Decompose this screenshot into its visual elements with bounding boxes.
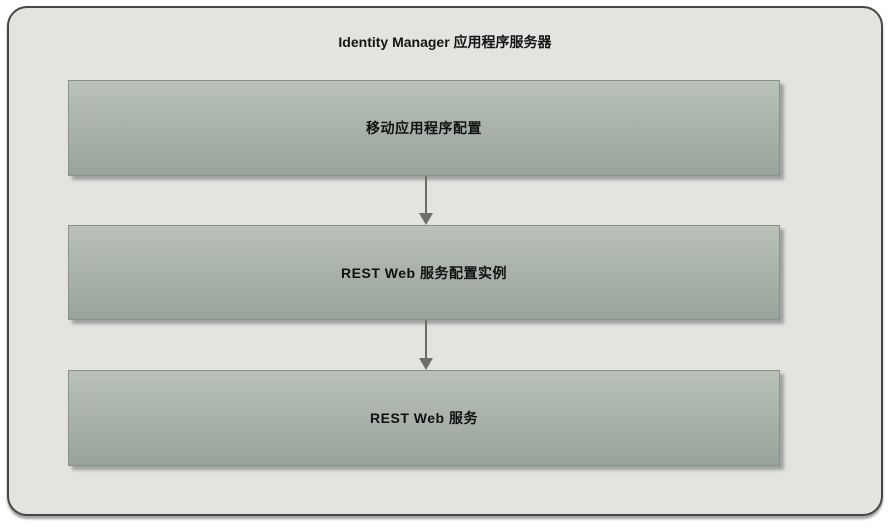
diagram-title: Identity Manager 应用程序服务器 <box>338 34 552 50</box>
node-rest-web-service-config-instance: REST Web 服务配置实例 <box>68 225 780 320</box>
arrow-stem <box>425 320 427 358</box>
identity-manager-server-container: Identity Manager 应用程序服务器 移动应用程序配置 REST W… <box>7 6 883 516</box>
node-rest-web-service: REST Web 服务 <box>68 370 780 466</box>
arrow-head <box>419 358 433 370</box>
node-rest-web-service-label: REST Web 服务 <box>370 410 478 426</box>
arrow-down-icon <box>418 320 434 370</box>
node-rest-web-service-config-instance-label: REST Web 服务配置实例 <box>341 264 507 281</box>
arrow-down-icon <box>418 176 434 225</box>
node-mobile-app-config-label: 移动应用程序配置 <box>366 120 482 136</box>
node-mobile-app-config: 移动应用程序配置 <box>68 80 780 176</box>
arrow-stem <box>425 176 427 213</box>
arrow-head <box>419 213 433 225</box>
